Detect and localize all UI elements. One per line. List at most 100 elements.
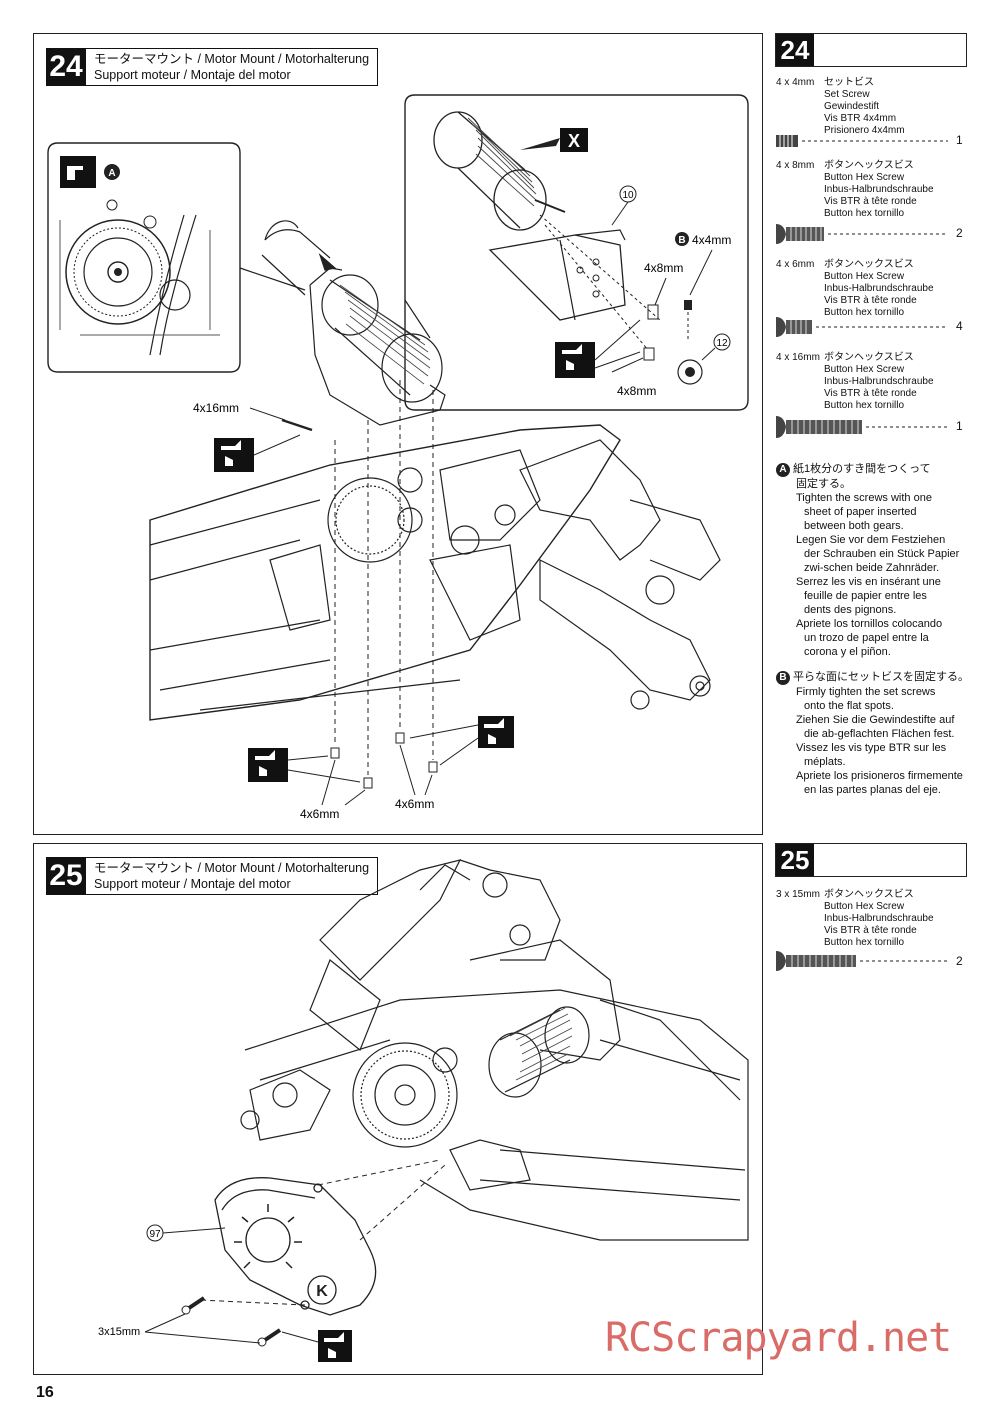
button-hex-screw-icon: [776, 224, 948, 244]
part-qty: 4: [956, 319, 963, 333]
motor-in-car: [261, 220, 446, 426]
name-es: Button hex tornillo: [824, 937, 905, 948]
note-a-fr2: feuille de papier entre les: [804, 590, 927, 602]
part-names: ボタンヘックスビス Button Hex Screw Inbus-Halbrun…: [824, 259, 934, 319]
side24-number: 24: [776, 34, 814, 66]
note-b-ja: 平らな面にセットビスを固定する。: [793, 671, 969, 683]
step24-header: 24 モーターマウント / Motor Mount / Motorhalteru…: [46, 48, 379, 86]
tighten-icon-2: [248, 748, 288, 782]
name-de: Inbus-Halbrundschraube: [824, 283, 934, 294]
chassis-drawing: [149, 424, 721, 721]
button-hex-screw-icon: [776, 317, 948, 337]
note-b-es2: en las partes planas del eje.: [804, 784, 941, 796]
gear-cover: K: [214, 1177, 377, 1316]
step24-number: 24: [46, 48, 86, 86]
name-fr: Vis BTR à tête ronde: [824, 925, 917, 936]
part-names: ボタンヘックスビス Button Hex Screw Inbus-Halbrun…: [824, 889, 934, 949]
button-hex-screw-icon: [776, 951, 948, 971]
4x6-right-label: 4x6mm: [395, 797, 434, 811]
part97-label: 97: [149, 1229, 161, 1240]
side25-number: 25: [776, 844, 814, 876]
note-b-fr1: Vissez les vis type BTR sur les: [796, 742, 947, 754]
name-de: Inbus-Halbrundschraube: [824, 184, 934, 195]
name-es: Prisionero 4x4mm: [824, 125, 905, 136]
name-ja: ボタンヘックスビス: [824, 352, 914, 363]
name-es: Button hex tornillo: [824, 400, 905, 411]
name-en: Set Screw: [824, 89, 870, 100]
note-a-es1: Apriete los tornillos colocando: [796, 618, 943, 630]
step24-illustration: A X 10 B 4x4mm: [47, 94, 749, 821]
note-a-de1: Legen Sie vor dem Festziehen: [796, 534, 946, 546]
note-a-es2: un trozo de papel entre la: [804, 632, 929, 644]
marker-b-text: B: [678, 235, 685, 246]
note-a-en3: between both gears.: [804, 520, 904, 532]
svg-text:K: K: [316, 1283, 328, 1300]
note-a-fr3: dents des pignons.: [804, 604, 897, 616]
step25-title: モーターマウント / Motor Mount / Motorhalterung …: [86, 857, 379, 895]
part-qty: 2: [956, 226, 963, 240]
name-fr: Vis BTR 4x4mm: [824, 113, 897, 124]
name-es: Button hex tornillo: [824, 208, 905, 219]
part-size: 4 x 8mm: [776, 160, 815, 171]
name-en: Button Hex Screw: [824, 271, 905, 282]
note-a-ja2: 固定する。: [796, 478, 851, 490]
note-a-en1: Tighten the screws with one: [796, 492, 932, 504]
4x8-bottom-label: 4x8mm: [617, 384, 656, 398]
button-hex-screw-icon: [776, 416, 948, 438]
side24-part-1: 4 x 4mm セットビス Set Screw Gewindestift Vis…: [776, 77, 966, 149]
name-fr: Vis BTR à tête ronde: [824, 196, 917, 207]
name-ja: ボタンヘックスビス: [824, 889, 914, 900]
3x15-label: 3x15mm: [98, 1326, 140, 1338]
name-fr: Vis BTR à tête ronde: [824, 295, 917, 306]
side24-part-4: 4 x 16mm ボタンヘックスビス Button Hex Screw Inbu…: [776, 352, 966, 442]
part10-label: 10: [622, 190, 634, 201]
step25-number: 25: [46, 857, 86, 895]
mount-screws: [281, 418, 438, 789]
name-en: Button Hex Screw: [824, 901, 905, 912]
step25-header: 25 モーターマウント / Motor Mount / Motorhalteru…: [46, 857, 379, 895]
4x8-top-label: 4x8mm: [644, 261, 683, 275]
note-b-en2: onto the flat spots.: [804, 700, 894, 712]
callout-x-text: X: [568, 131, 580, 151]
note-a-en2: sheet of paper inserted: [804, 506, 917, 518]
tighten-icon-1: [214, 438, 254, 472]
4x16-label: 4x16mm: [193, 401, 239, 415]
page-number: 16: [36, 1384, 54, 1401]
side24-part-3: 4 x 6mm ボタンヘックスビス Button Hex Screw Inbus…: [776, 259, 966, 339]
part-names: ボタンヘックスビス Button Hex Screw Inbus-Halbrun…: [824, 352, 934, 412]
name-de: Gewindestift: [824, 101, 880, 112]
step25-panel: [33, 843, 763, 1375]
marker-a-badge: A: [776, 463, 790, 477]
gear-mesh-detail: A: [47, 142, 306, 373]
name-de: Inbus-Halbrundschraube: [824, 913, 934, 924]
note-a-es3: corona y el piñon.: [804, 646, 891, 658]
step25-title-line2: Support moteur / Montaje del motor: [94, 877, 291, 891]
alignment-lines: [334, 380, 434, 775]
note-a-fr1: Serrez les vis en insérant une: [796, 576, 941, 588]
name-en: Button Hex Screw: [824, 172, 905, 183]
name-es: Button hex tornillo: [824, 307, 905, 318]
name-fr: Vis BTR à tête ronde: [824, 388, 917, 399]
part12-label: 12: [716, 338, 728, 349]
part-qty: 1: [956, 133, 963, 147]
name-de: Inbus-Halbrundschraube: [824, 376, 934, 387]
part-size: 4 x 6mm: [776, 259, 815, 270]
part-qty: 2: [956, 954, 963, 968]
part-size: 4 x 16mm: [776, 352, 820, 363]
note-b-de2: die ab-geflachten Flächen fest.: [804, 728, 955, 740]
step24-title-line2: Support moteur / Montaje del motor: [94, 68, 291, 82]
part-names: ボタンヘックスビス Button Hex Screw Inbus-Halbrun…: [824, 160, 934, 220]
note-a-de3: zwi-schen beide Zahnräder.: [804, 562, 940, 574]
note-b-de1: Ziehen Sie die Gewindestifte auf: [796, 714, 955, 726]
watermark: RCScrapyard.net: [605, 1315, 952, 1361]
chassis-drawing-25: [240, 859, 749, 1241]
note-b-en1: Firmly tighten the set screws: [796, 686, 936, 698]
name-ja: セットビス: [824, 77, 874, 88]
name-ja: ボタンヘックスビス: [824, 259, 914, 270]
set-screw-icon: [776, 135, 948, 147]
note-a-ja: 紙1枚分のすき間をつくって: [793, 463, 931, 475]
step24-title-line1: モーターマウント / Motor Mount / Motorhalterung: [94, 52, 370, 66]
marker-b-badge: B: [776, 671, 790, 685]
part-qty: 1: [956, 419, 963, 433]
